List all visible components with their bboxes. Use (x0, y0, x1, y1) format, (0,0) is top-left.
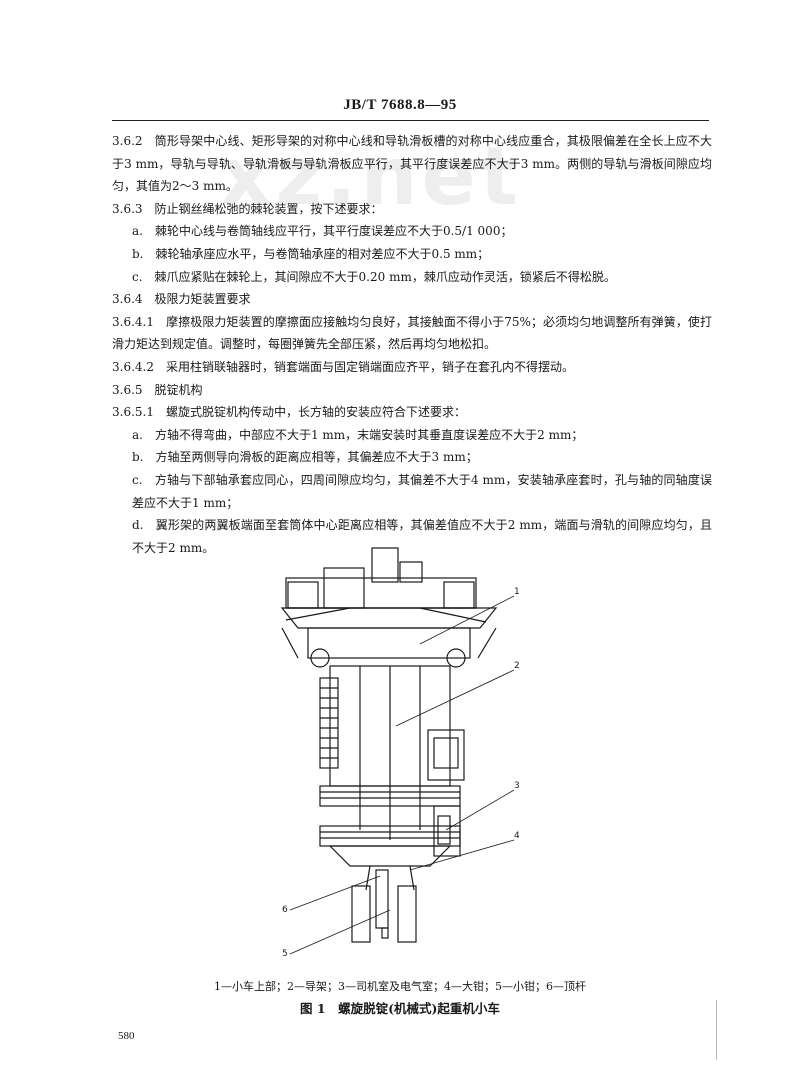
callout-6: 6 (282, 905, 288, 915)
callout-1: 1 (514, 587, 520, 597)
trolley-upper-part (280, 547, 498, 668)
clause-3-6-4-1: 3.6.4.1 摩擦极限力矩装置的摩擦面应接触均匀良好，其接触面不得小于75%；… (112, 314, 712, 352)
clause-3-6-2: 3.6.2 筒形导架中心线、矩形导架的对称中心线和导轨滑板槽的对称中心线应重合，… (112, 134, 712, 194)
figure-title: 图 1 螺旋脱锭(机械式)起重机小车 (300, 1001, 500, 1016)
clause-3-6-5-1-b: b. 方轴至两侧导向滑板的距离应相等，其偏差应不大于3 mm； (132, 450, 478, 465)
callout-2: 2 (514, 661, 520, 671)
figure-legend: 1—小车上部；2—导架；3—司机室及电气室；4—大钳；5—小钳；6—顶杆 (214, 980, 586, 993)
callout-5: 5 (282, 949, 288, 959)
clause-3-6-5-1: 3.6.5.1 螺旋式脱锭机构传动中，长方轴的安装应符合下述要求： (112, 405, 466, 420)
page-number: 580 (118, 1030, 135, 1042)
crane-trolley-drawing: 1 2 3 4 6 5 (280, 547, 520, 959)
crane-trolley-figure: 1 2 3 4 6 5 (220, 540, 560, 970)
guide-frame (319, 665, 465, 840)
document-header: JB/T 7688.8—95 (343, 97, 457, 113)
clause-3-6-3: 3.6.3 防止钢丝绳松弛的棘轮装置，按下述要求： (112, 201, 383, 216)
clause-3-6-5: 3.6.5 脱锭机构 (112, 382, 203, 397)
body-text: 3.6.2 筒形导架中心线、矩形导架的对称中心线和导轨滑板槽的对称中心线应重合，… (112, 130, 712, 559)
lower-clamp-frame (319, 825, 461, 867)
clause-3-6-4: 3.6.4 极限力矩装置要求 (112, 292, 251, 307)
clause-3-6-4-2: 3.6.4.2 采用柱销联轴器时，销套端面与固定销端面应齐平，销子在套孔内不得摆… (112, 359, 574, 374)
scan-edge-line (716, 1000, 717, 1060)
callout-3: 3 (514, 781, 520, 791)
clause-3-6-5-1-d: d. 翼形架的两翼板端面至套筒体中心距离应相等，其偏差值应不大于2 mm，端面与… (132, 518, 712, 555)
header-rule (112, 120, 709, 121)
clause-3-6-5-1-c: c. 方轴与下部轴承套应同心，四周间隙应均匀，其偏差不大于4 mm，安装轴承座套… (132, 472, 712, 510)
tongs (351, 865, 417, 943)
clause-3-6-5-1-a: a. 方轴不得弯曲，中部应不大于1 mm，末端安装时其垂直度误差应不大于2 mm… (132, 427, 584, 442)
clause-3-6-3-a: a. 棘轮中心线与卷筒轴线应平行，其平行度误差应不大于0.5/1 000； (132, 224, 513, 239)
clause-3-6-3-b: b. 棘轮轴承座应水平，与卷筒轴承座的相对差应不大于0.5 mm； (132, 246, 490, 261)
callout-leaders (289, 595, 515, 955)
callout-4: 4 (514, 831, 520, 841)
clause-3-6-3-c: c. 棘爪应紧贴在棘轮上，其间隙应不大于0.20 mm，棘爪应动作灵活，锁紧后不… (132, 269, 616, 284)
